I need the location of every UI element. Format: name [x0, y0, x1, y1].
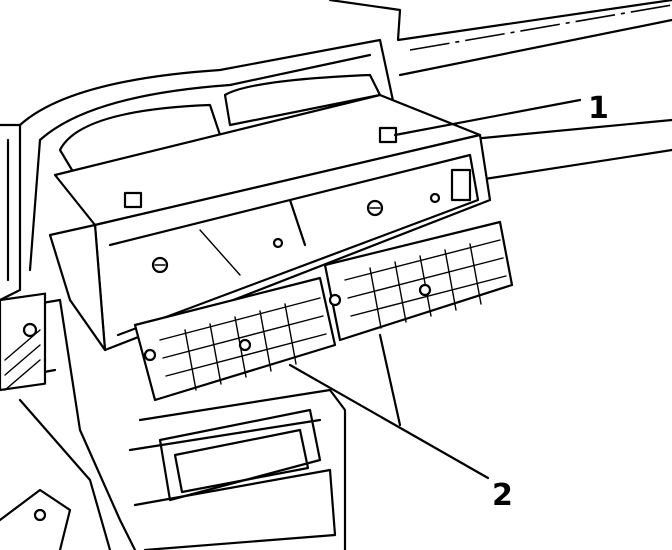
vent-grille-right	[323, 220, 514, 342]
leader-line-2a	[288, 363, 490, 480]
air-duct-housing	[58, 73, 382, 177]
leader-lines	[288, 98, 582, 480]
callout-label-2: 2	[492, 478, 513, 513]
vent-housing-frame	[48, 93, 492, 352]
vent-grille-left	[133, 276, 337, 402]
leader-line-1	[393, 98, 582, 137]
callout-label-1: 1	[588, 91, 609, 126]
leader-line-2b	[378, 333, 402, 427]
